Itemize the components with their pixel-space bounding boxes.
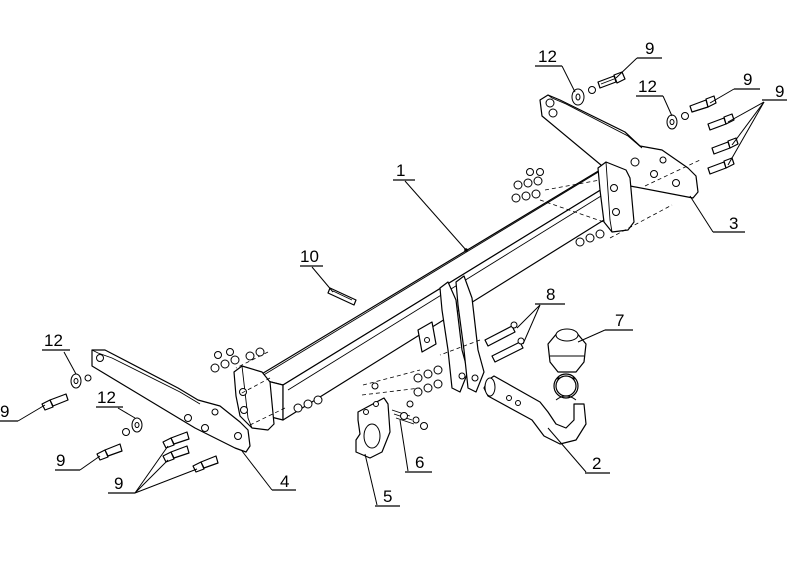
part-labels: 1 2 3 4 5 6 7 8 9 9 9 9 9 9 10 12 12 12 … — [0, 39, 784, 506]
label-ball-cap: 7 — [615, 311, 624, 330]
label-washer-top-2: 12 — [638, 77, 657, 96]
label-bracket-right: 3 — [729, 214, 738, 233]
label-bolt-group-right: 9 — [775, 82, 784, 101]
left-washer-2 — [122, 417, 143, 436]
left-bolt-1 — [41, 393, 69, 411]
nut-washer-stack-left — [210, 347, 323, 413]
top-washer-2 — [666, 112, 689, 130]
right-mounting-bracket — [539, 94, 699, 199]
label-bolt-top-1: 9 — [645, 39, 654, 58]
label-washer-top-1: 12 — [538, 47, 557, 66]
left-washer-1 — [70, 373, 92, 389]
ball-arm — [483, 373, 587, 445]
label-ball-arm: 2 — [592, 454, 601, 473]
label-bolt-left-1: 9 — [0, 402, 9, 421]
top-bolt-1 — [597, 71, 626, 89]
top-bolt-2 — [689, 95, 717, 113]
nut-washer-stack-center — [371, 365, 443, 397]
assembly-guide-lines — [235, 159, 701, 426]
label-washer-left-2: 12 — [97, 388, 116, 407]
center-arm-plates — [417, 275, 485, 393]
label-socket-screws: 6 — [415, 453, 424, 472]
nut-washer-stack-lower-right — [575, 229, 605, 247]
nut-washer-stack-upper-right — [511, 168, 544, 203]
label-stud: 10 — [300, 247, 319, 266]
left-mounting-bracket — [91, 349, 251, 453]
socket-screws — [391, 400, 428, 430]
label-bolt-top-2: 9 — [743, 70, 752, 89]
stud — [327, 287, 357, 306]
arm-bolts — [484, 321, 525, 363]
right-bolt-group — [707, 113, 739, 175]
ball-cap — [547, 328, 587, 373]
label-bracket-left: 4 — [280, 472, 289, 491]
leader-lines — [0, 57, 787, 507]
socket-plate — [355, 397, 391, 459]
label-arm-bolts: 8 — [546, 285, 555, 304]
left-bolt-group — [162, 431, 219, 473]
top-washer-1 — [571, 86, 596, 106]
left-bolt-2 — [96, 443, 123, 461]
label-bolt-left-2: 9 — [56, 451, 65, 470]
label-socket-plate: 5 — [383, 487, 392, 506]
label-bolt-group-left: 9 — [114, 474, 123, 493]
label-washer-left-1: 12 — [44, 331, 63, 350]
label-frame: 1 — [396, 161, 405, 180]
